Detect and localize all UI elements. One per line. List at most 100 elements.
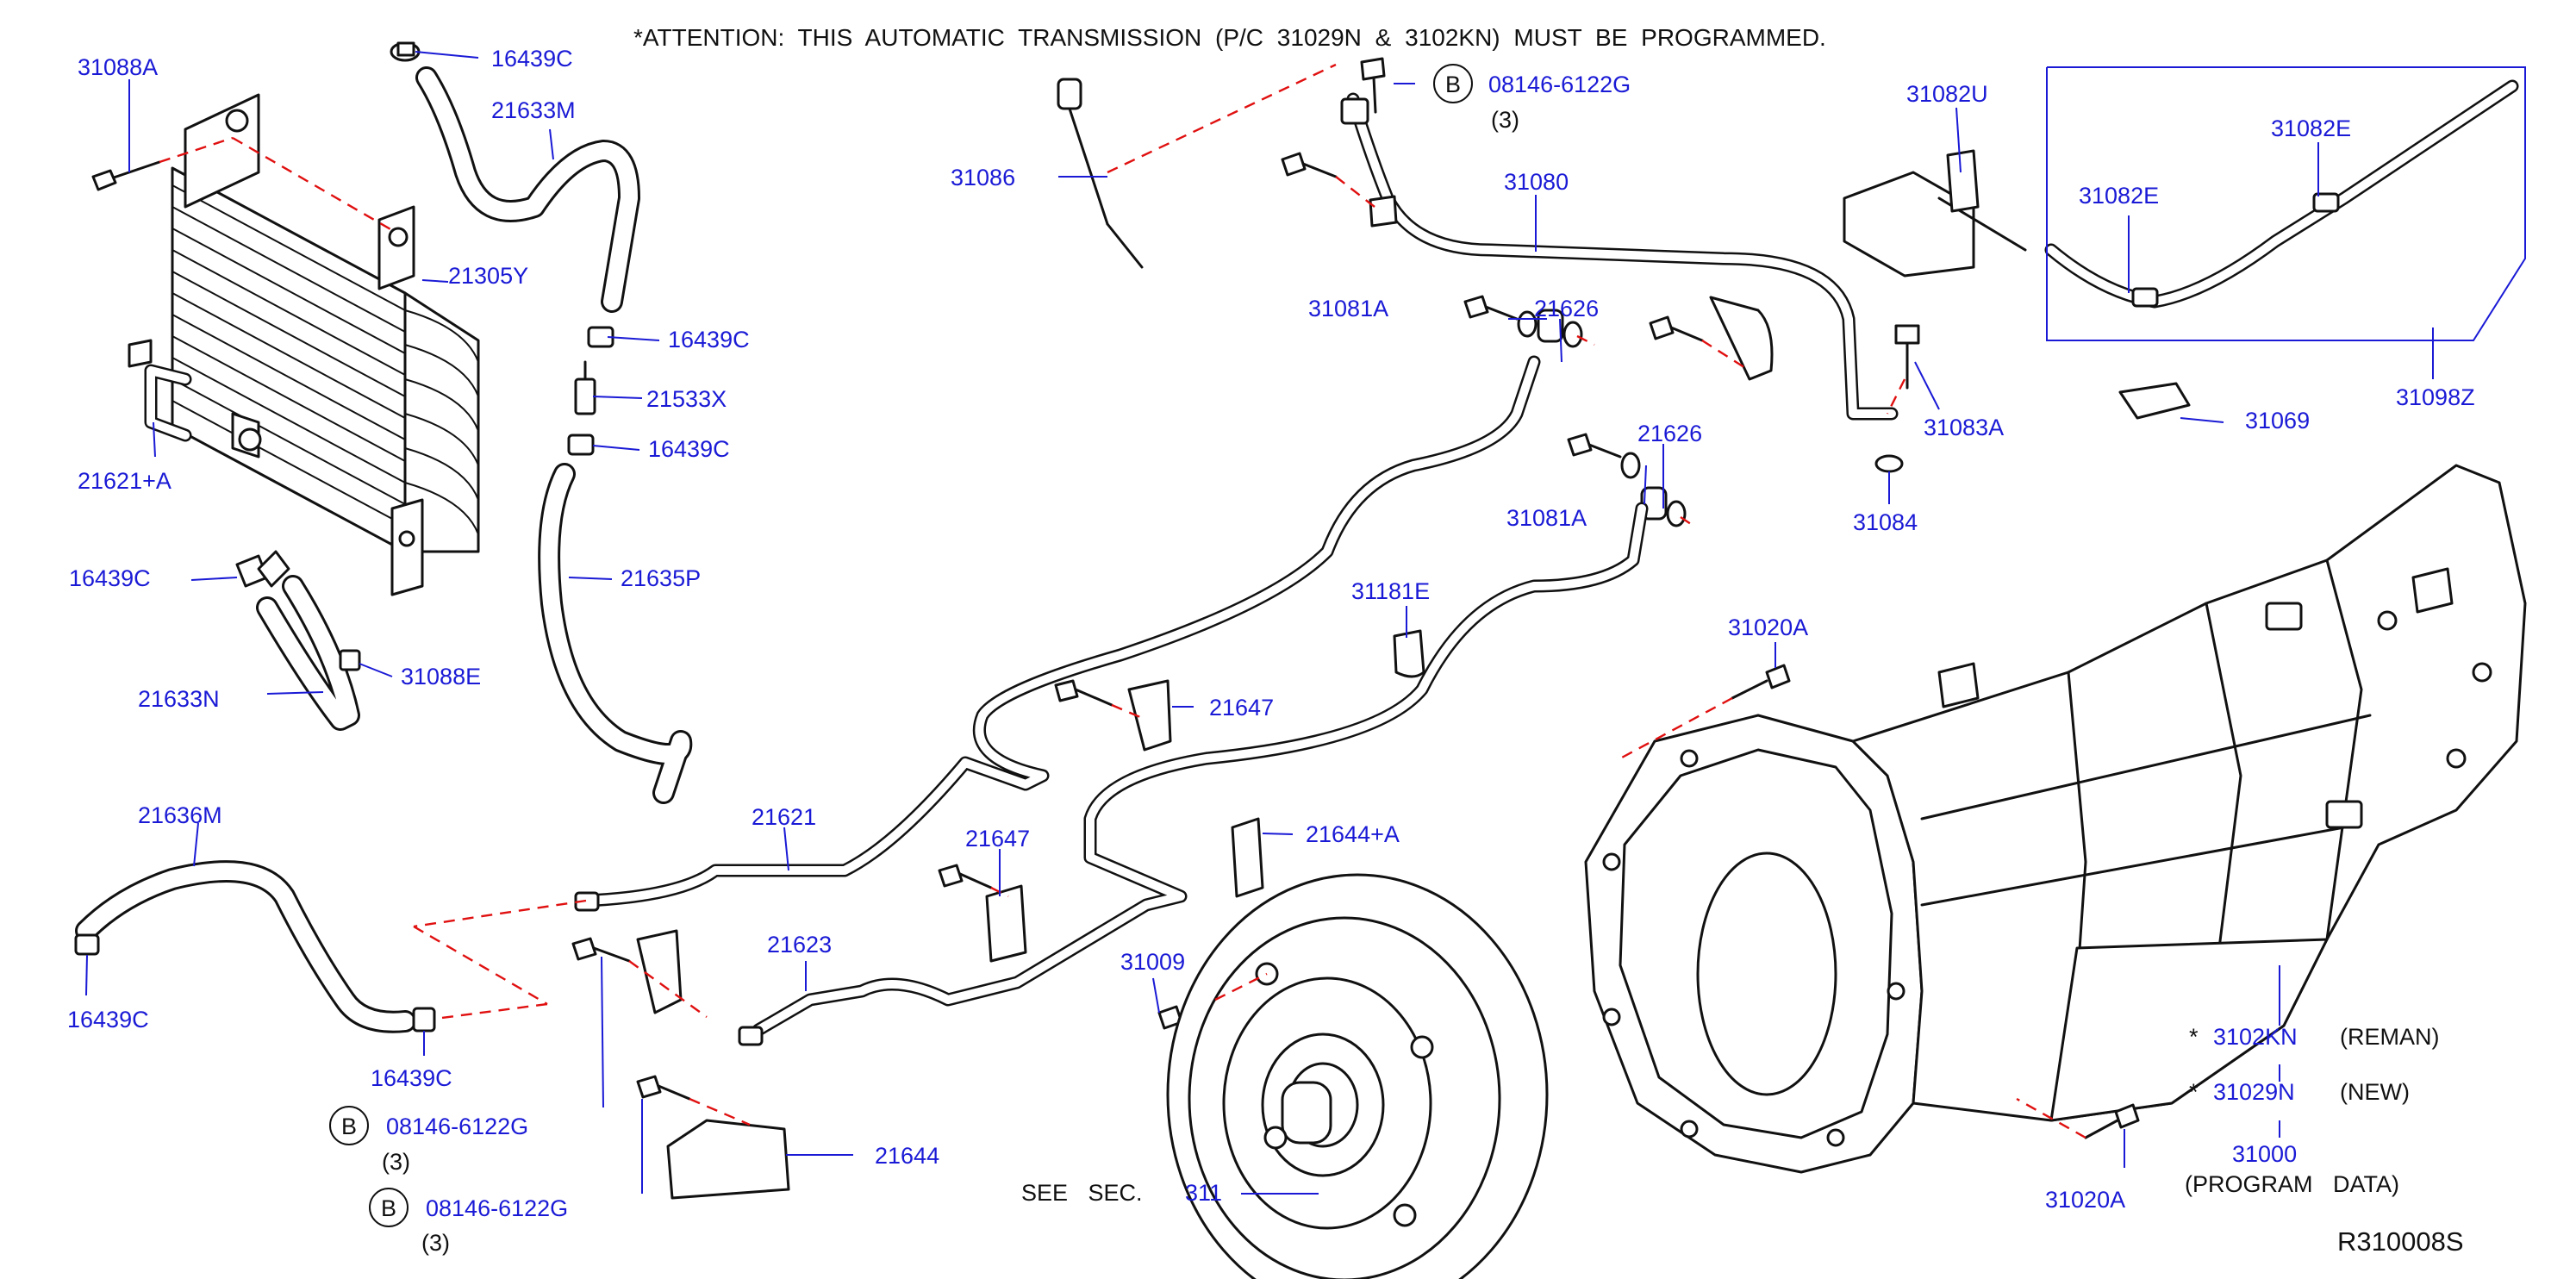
label-31020A-top[interactable]: 31020A — [1728, 615, 1808, 640]
hose-21633M-drawing — [415, 66, 640, 313]
label-31181E[interactable]: 31181E — [1351, 578, 1430, 604]
label-31082E-right[interactable]: 31082E — [2271, 115, 2351, 141]
label-21623[interactable]: 21623 — [767, 932, 832, 958]
bolt-drawing-top-B — [1360, 57, 1386, 114]
bolt-part-mid[interactable]: 08146-6122G — [386, 1114, 528, 1139]
label-16439C-mid1[interactable]: 16439C — [668, 327, 750, 353]
dipstick-31086-drawing — [1057, 78, 1144, 269]
label-31083A[interactable]: 31083A — [1924, 415, 2004, 440]
bolt-drawing-31088A — [91, 160, 161, 191]
label-21636M[interactable]: 21636M — [138, 802, 222, 828]
label-16439C-mid2[interactable]: 16439C — [648, 436, 730, 462]
bolt-callout-top[interactable]: B 08146-6122G (3) — [1433, 64, 1631, 133]
label-21644[interactable]: 21644 — [875, 1143, 939, 1169]
see-section-text: SEE SEC. — [1021, 1180, 1143, 1206]
bolt-badge-mid: B — [341, 1114, 357, 1139]
washer-31084-drawing — [1874, 454, 1904, 473]
label-21633N[interactable]: 21633N — [138, 686, 220, 712]
clamp-16439C-mid2 — [567, 434, 595, 456]
label-21626-bot[interactable]: 21626 — [1637, 421, 1702, 446]
attention-note: *ATTENTION: THIS AUTOMATIC TRANSMISSION … — [633, 24, 1826, 51]
see-section-number[interactable]: 311 — [1185, 1180, 1222, 1206]
label-21644A[interactable]: 21644+A — [1306, 821, 1400, 847]
tube-21621-drawing — [579, 355, 1541, 908]
torque-converter-drawing — [1166, 873, 1549, 1279]
bolt-qty-top: (3) — [1491, 107, 1519, 133]
label-21305Y[interactable]: 21305Y — [448, 263, 528, 289]
label-21621[interactable]: 21621 — [752, 804, 816, 830]
note-reman: (REMAN) — [2340, 1024, 2440, 1050]
asterisk-reman: * — [2189, 1024, 2199, 1050]
group-box-31098Z — [2046, 66, 2526, 341]
clip-31181E-drawing — [1393, 629, 1425, 678]
bracket-31069-drawing — [2118, 382, 2191, 420]
label-31086[interactable]: 31086 — [951, 165, 1015, 190]
label-31088A[interactable]: 31088A — [78, 54, 158, 80]
label-31029N[interactable]: 31029N — [2213, 1079, 2295, 1105]
hose-21635P-drawing — [538, 463, 693, 804]
label-31088E[interactable]: 31088E — [401, 664, 481, 689]
tube-31080-drawing — [1340, 92, 1899, 421]
label-31084[interactable]: 31084 — [1853, 509, 1918, 535]
asterisk-new: * — [2189, 1079, 2199, 1105]
label-16439C-bottom2[interactable]: 16439C — [371, 1065, 452, 1091]
leader-lines — [85, 51, 2434, 1195]
note-program-data: (PROGRAM DATA) — [2185, 1171, 2399, 1197]
bolt-drawing-31081A-top — [1463, 295, 1583, 348]
label-31081A-top[interactable]: 31081A — [1308, 296, 1388, 321]
bolt-drawing-31080-left — [1281, 152, 1338, 178]
bolt-drawing-31080-right — [1649, 315, 1704, 342]
oil-cooler-drawing — [128, 93, 480, 596]
bolt-part-bot[interactable]: 08146-6122G — [426, 1195, 568, 1221]
bolt-drawing-31020A-bot — [2084, 1103, 2140, 1139]
bracket-left-drawing — [571, 929, 683, 1014]
callout-lines — [159, 63, 2086, 1139]
label-21621A[interactable]: 21621+A — [78, 468, 172, 494]
bolt-qty-mid: (3) — [382, 1149, 410, 1175]
label-21647-bot[interactable]: 21647 — [965, 826, 1030, 852]
tube-21623-drawing — [574, 502, 1649, 1046]
label-31082E-left[interactable]: 31082E — [2079, 183, 2159, 209]
label-21626-top[interactable]: 21626 — [1534, 296, 1599, 321]
hose-31098Z-drawing — [2044, 79, 2519, 309]
transmission-assembly-drawing — [1584, 464, 2527, 1174]
label-31000[interactable]: 31000 — [2232, 1141, 2297, 1167]
clamp-16439C-left — [235, 550, 290, 588]
bracket-21647-top-drawing — [1054, 679, 1172, 752]
label-21533X[interactable]: 21533X — [646, 386, 727, 412]
label-16439C-left[interactable]: 16439C — [69, 565, 151, 591]
bolt-drawing-31083A — [1894, 324, 1920, 390]
bracket-21647-bot-drawing — [938, 864, 1027, 963]
bolt-badge-bot: B — [381, 1195, 396, 1221]
bolt-drawing-31020A-top — [1731, 664, 1791, 700]
bolt-drawing-31081A-bot — [1567, 433, 1687, 527]
bolt-qty-bot: (3) — [421, 1230, 450, 1256]
label-21647-top[interactable]: 21647 — [1209, 695, 1274, 721]
bolt-callout-mid[interactable]: B 08146-6122G (3) — [329, 1106, 528, 1175]
reference-code: R310008S — [2337, 1226, 2464, 1257]
hose-21633N-drawing — [256, 575, 361, 731]
label-31069[interactable]: 31069 — [2245, 408, 2310, 434]
label-31080[interactable]: 31080 — [1504, 169, 1569, 195]
label-21633M[interactable]: 21633M — [491, 97, 576, 123]
label-31081A-bot[interactable]: 31081A — [1506, 505, 1587, 531]
label-31009[interactable]: 31009 — [1120, 949, 1185, 975]
bolt-callout-bot[interactable]: B 08146-6122G (3) — [369, 1188, 568, 1256]
bracket-21644-drawing — [636, 1075, 790, 1200]
label-31098Z[interactable]: 31098Z — [2396, 384, 2475, 410]
bolt-badge-top: B — [1445, 72, 1461, 97]
label-16439C-top[interactable]: 16439C — [491, 46, 573, 72]
bolt-part-top[interactable]: 08146-6122G — [1488, 72, 1631, 97]
label-31020A-bot[interactable]: 31020A — [2045, 1187, 2125, 1213]
note-new: (NEW) — [2340, 1079, 2410, 1105]
label-16439C-bottom[interactable]: 16439C — [67, 1007, 149, 1033]
bracket-31082U-drawing — [1843, 149, 2027, 278]
bracket-21644A-drawing — [1231, 817, 1264, 898]
label-3102KN[interactable]: 3102KN — [2213, 1024, 2298, 1050]
connector-21533X-drawing — [574, 360, 596, 415]
label-21635P[interactable]: 21635P — [621, 565, 701, 591]
clamp-16439C-top — [390, 41, 421, 62]
label-31082U[interactable]: 31082U — [1906, 81, 1988, 107]
hose-21636M-drawing — [74, 860, 436, 1033]
